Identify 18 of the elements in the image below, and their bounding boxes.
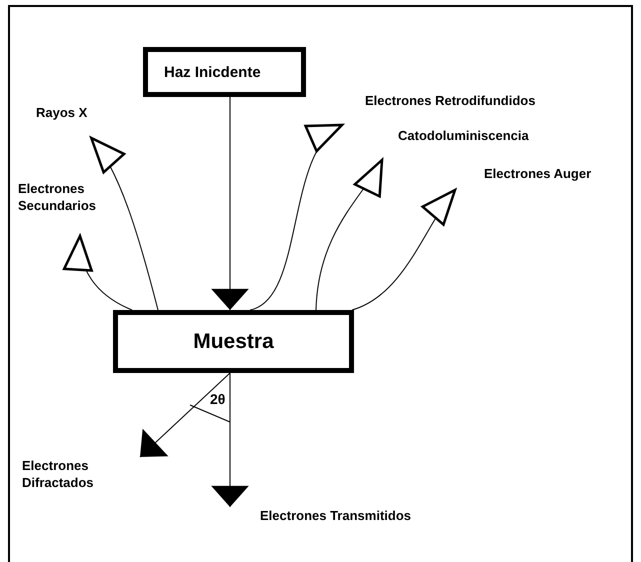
signal-label: Electrones Difractados [22,457,152,491]
arrow [316,158,384,310]
arrow [211,96,249,310]
arrow [90,136,158,310]
signal-label: Electrones Retrodifundidos [342,92,536,126]
signal-label: Electrones Auger [455,165,592,191]
signal-label: Electrones Transmitidos [230,507,411,524]
arrow [250,124,344,310]
sample-box: Muestra [113,310,354,373]
signal-label: Electrones Secundarios [18,180,136,236]
signal-label: Catodoluminiscencia [382,127,529,161]
arrow [211,372,249,508]
beam-source-box: Haz Inicdente [143,47,306,97]
angle-label: 2θ [210,391,226,407]
arrow [64,234,132,310]
arrow [140,372,230,458]
signal-label: Rayos X [36,104,92,139]
arrow [352,188,456,310]
